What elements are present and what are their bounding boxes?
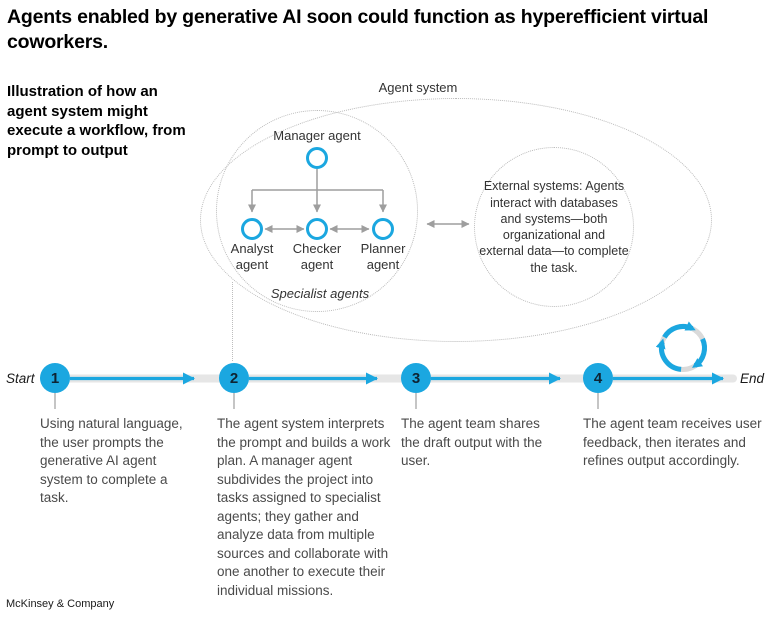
brand-footer: McKinsey & Company <box>6 598 115 610</box>
start-label: Start <box>6 371 35 386</box>
timeline-track <box>45 372 737 409</box>
manager-agent-label: Manager agent <box>273 128 361 143</box>
agent-system-boundary <box>200 98 712 342</box>
specialist-agents-caption: Specialist agents <box>270 286 370 301</box>
checker-agent-label: Checker agent <box>292 241 342 273</box>
step-2-description: The agent system interprets the prompt a… <box>217 416 391 598</box>
page-title: Agents enabled by generative AI soon cou… <box>7 6 709 54</box>
manager-agent-node-icon <box>306 147 328 169</box>
loop-arc-right <box>692 337 707 368</box>
step-1-description: Using natural language, the user prompts… <box>40 416 183 505</box>
loop-arc-top <box>662 321 696 339</box>
step2-connector-line <box>232 282 233 361</box>
end-label: End <box>740 371 765 386</box>
planner-agent-node-icon <box>372 218 394 240</box>
step-2-marker: 2 <box>219 363 249 393</box>
analyst-agent-label: Analyst agent <box>230 241 274 273</box>
planner-agent-label: Planner agent <box>360 241 406 273</box>
loop-arc-left <box>655 338 682 372</box>
step-4-description: The agent team receives user feedback, t… <box>583 416 762 468</box>
checker-agent-node-icon <box>306 218 328 240</box>
org-chart-connectors <box>248 169 387 233</box>
external-systems-text: External systems: Agents interact with d… <box>479 179 629 275</box>
intro-caption: Illustration of how an agent system migh… <box>7 83 186 159</box>
iterate-loop-icon <box>655 321 707 372</box>
specialist-group-circle <box>216 110 418 312</box>
analyst-agent-node-icon <box>241 218 263 240</box>
step-4-marker: 4 <box>583 363 613 393</box>
step-1-marker: 1 <box>40 363 70 393</box>
timeline-band <box>45 374 737 383</box>
step-3-description: The agent team shares the draft output w… <box>401 416 543 468</box>
external-systems-circle: External systems: Agents interact with d… <box>474 147 634 307</box>
step-3-marker: 3 <box>401 363 431 393</box>
agent-system-label: Agent system <box>378 80 458 95</box>
external-link-arrow <box>426 220 470 228</box>
